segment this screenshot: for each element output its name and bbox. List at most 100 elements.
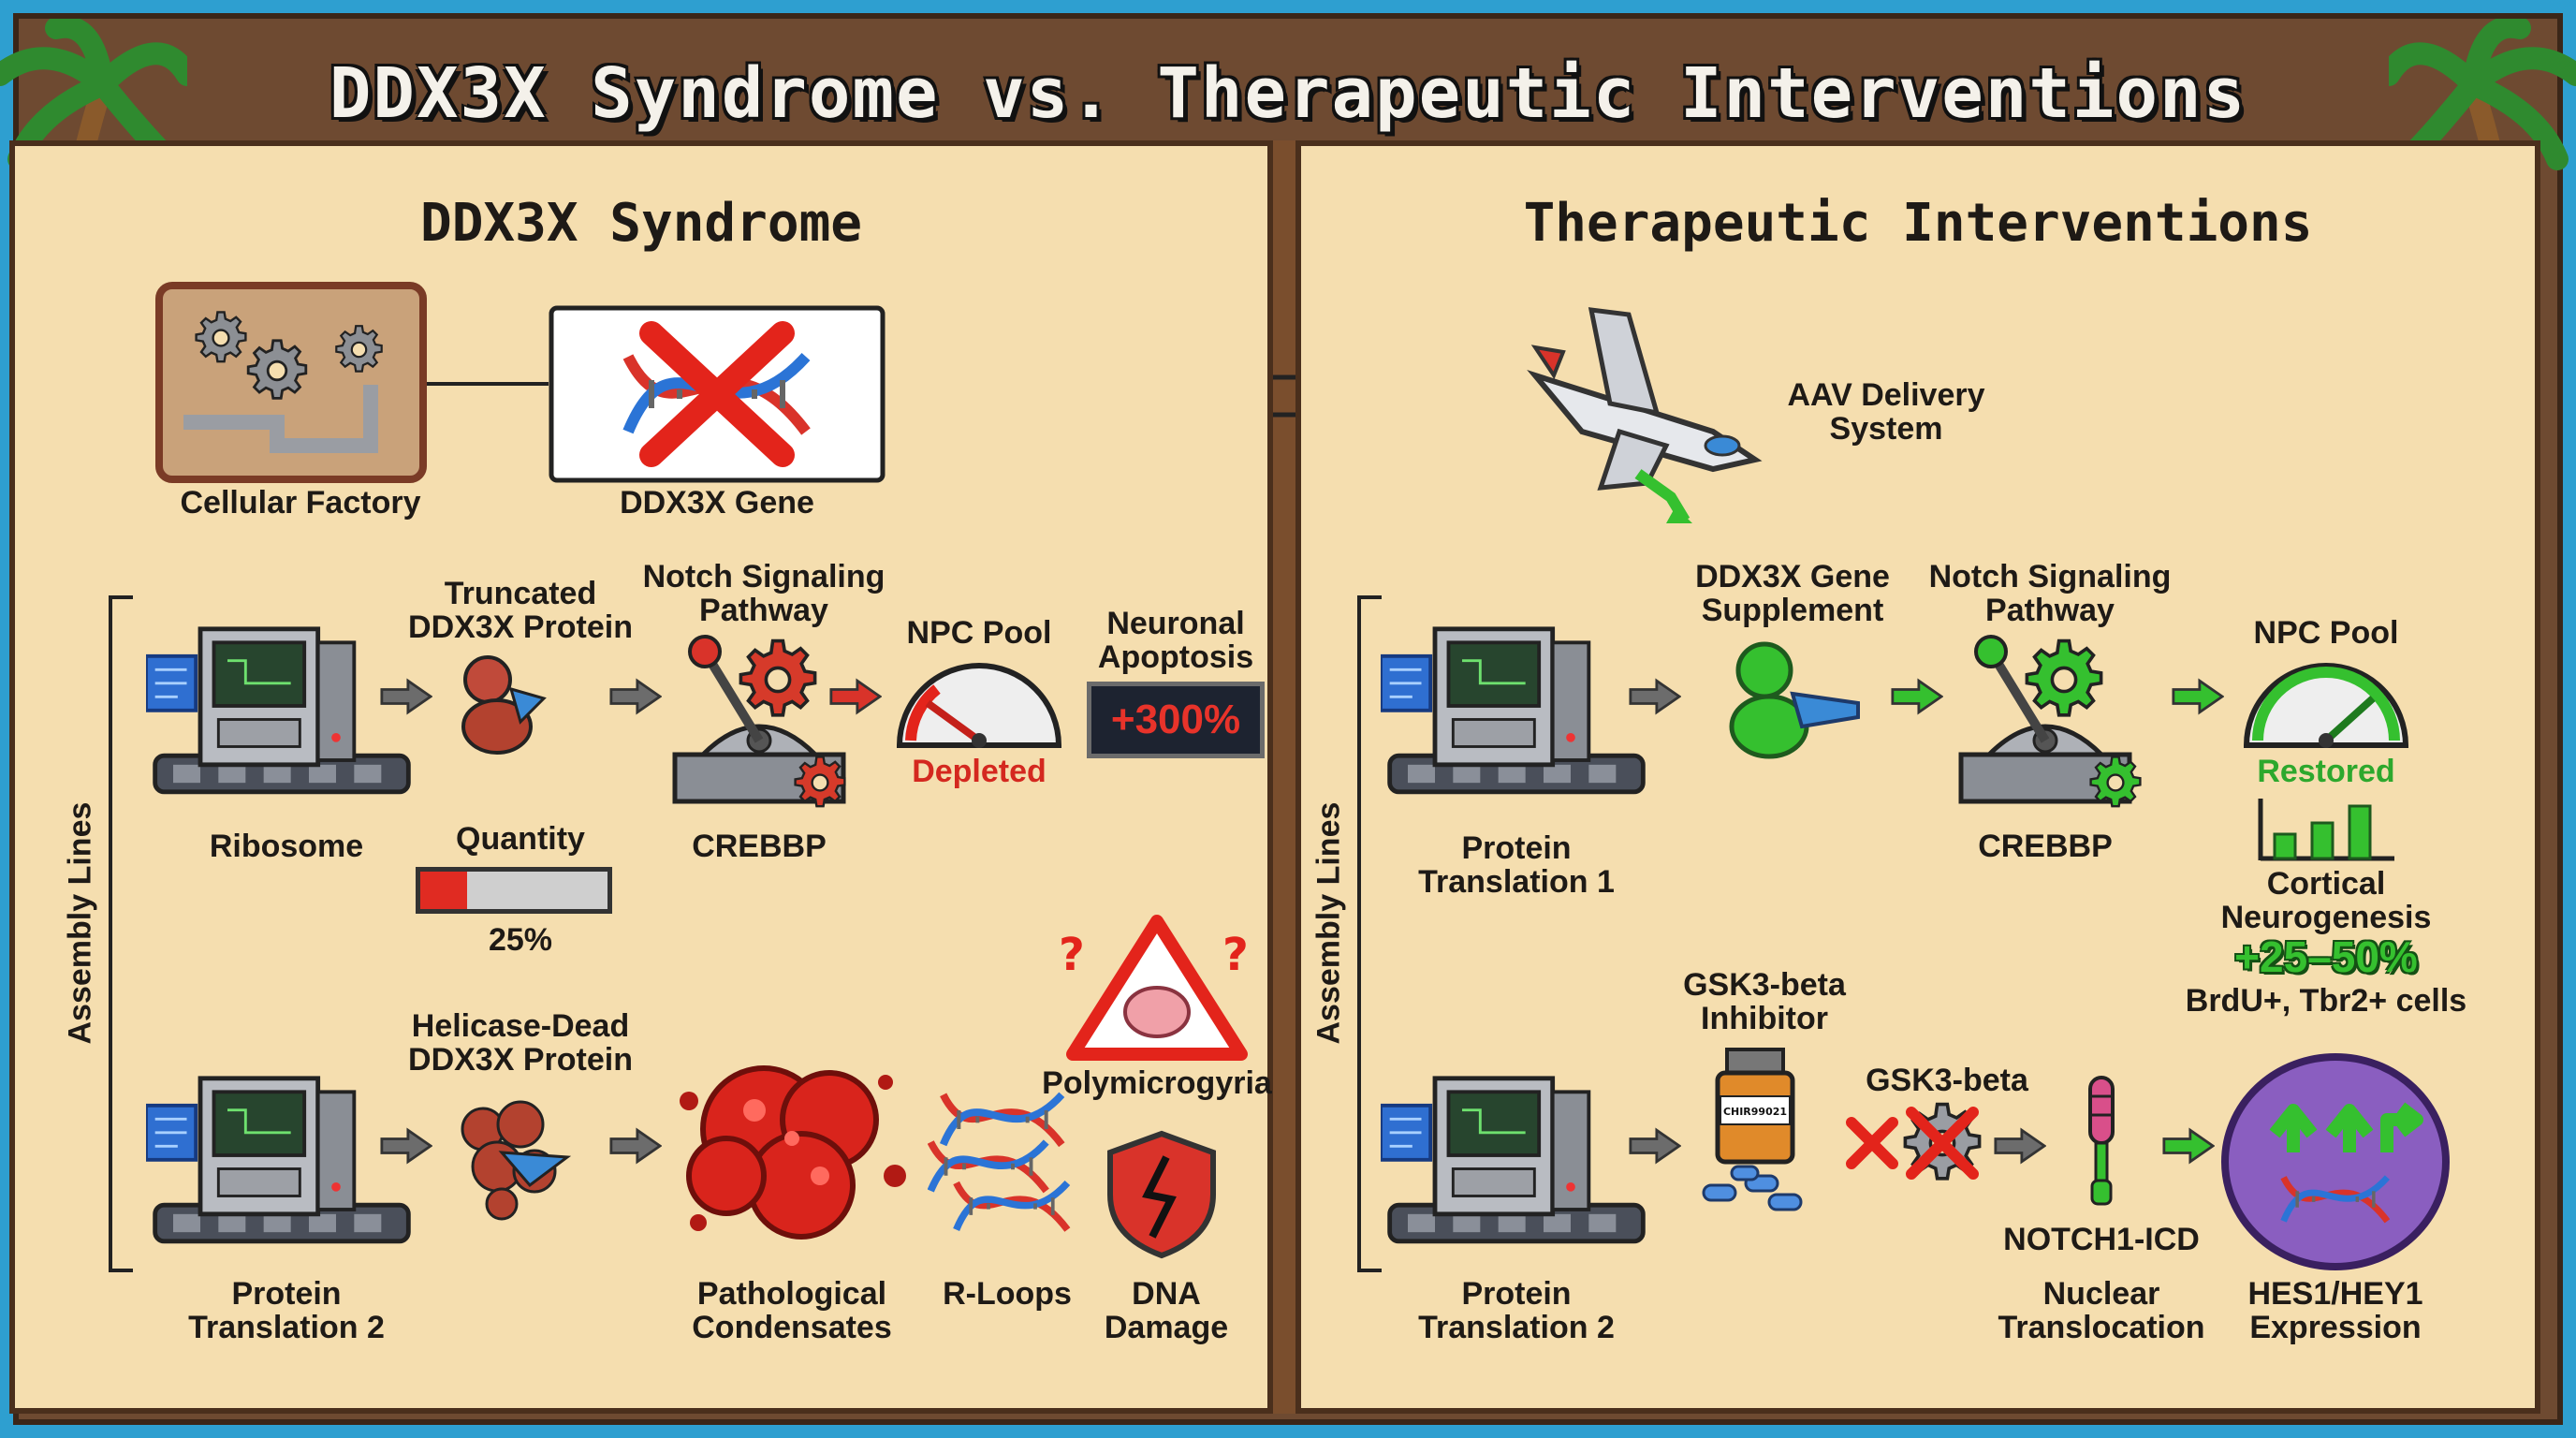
- gsk3-label: GSK3-beta: [1866, 1063, 2028, 1098]
- ribosome-machine-icon: [146, 619, 417, 820]
- label-line: Protein: [231, 1276, 342, 1312]
- main-title: DDX3X Syndrome vs. Therapeutic Intervent…: [329, 53, 2247, 134]
- label-line: Pathway: [1985, 593, 2115, 628]
- truncated-protein-icon: [461, 655, 547, 755]
- svg-text:?: ?: [1222, 929, 1249, 981]
- label-line: Condensates: [692, 1310, 892, 1345]
- arrow-icon: [609, 679, 662, 714]
- ddx3x-gene-label: DDX3X Gene: [620, 485, 814, 521]
- syndrome-heading: DDX3X Syndrome: [419, 193, 862, 254]
- label-line: Expression: [2249, 1310, 2422, 1345]
- assembly-lines-label: Assembly Lines: [62, 801, 98, 1045]
- npc-depleted-label: Depleted: [912, 754, 1046, 789]
- gsk3-gear-blocked-icon: [1903, 1102, 1982, 1181]
- label-line: AAV Delivery: [1787, 377, 1985, 413]
- arrow-icon: [1994, 1128, 2046, 1164]
- green-gear-small-icon: [2089, 756, 2142, 808]
- neurogenesis-bar-chart-icon: [2258, 799, 2394, 861]
- label-line: Nuclear: [2042, 1276, 2160, 1312]
- quantity-label: Quantity: [456, 821, 585, 857]
- label-line: Notch Signaling: [1928, 559, 2172, 594]
- ribosome-label: Ribosome: [209, 829, 364, 864]
- condensate-blob-icon: [680, 1065, 906, 1240]
- label-line: System: [1829, 411, 1943, 447]
- npc-pool-label: NPC Pool: [906, 615, 1052, 651]
- r-loops-dna-icon: [928, 1082, 1087, 1241]
- label-line: HES1/HEY1: [2247, 1276, 2423, 1312]
- ddx3x-gene-icon: [549, 305, 886, 483]
- label-line: DDX3X Gene: [1695, 559, 1890, 594]
- label-line: Pathological: [696, 1276, 887, 1312]
- label-line: Notch Signaling: [642, 559, 886, 594]
- label-line: Translocation: [1998, 1310, 2205, 1345]
- r-loops-label: R-Loops: [943, 1276, 1072, 1312]
- polymicrogyria-warning-icon: ? ?: [1059, 915, 1249, 1061]
- arrow-icon: [1629, 679, 1681, 714]
- aav-delivery-ship-icon: [1527, 307, 1763, 524]
- arrow-icon: [1629, 1128, 1681, 1164]
- dna-damage-shield-icon: [1107, 1130, 1216, 1259]
- translation2-machine-icon: [146, 1068, 417, 1269]
- hes1-nucleus-icon: [2221, 1053, 2450, 1270]
- block-x-icon: [1846, 1117, 1898, 1169]
- assembly-bracket: [1357, 595, 1382, 1272]
- notch1-icd-icon: [2088, 1076, 2115, 1206]
- notch1-icd-label: NOTCH1-ICD: [2003, 1222, 2200, 1257]
- green-gear-icon: [2025, 638, 2103, 717]
- factory-gene-connector: [427, 382, 549, 386]
- therapy-heading: Therapeutic Interventions: [1523, 193, 2313, 254]
- label-line: Neuronal: [1106, 606, 1245, 641]
- label-line: Apoptosis: [1097, 639, 1254, 675]
- arrow-icon: [1891, 679, 1943, 714]
- label-line: DNA: [1132, 1276, 1201, 1312]
- label-line: Truncated: [444, 576, 597, 611]
- label-line: DDX3X Protein: [408, 609, 633, 645]
- ddx3x-supplement-protein-icon: [1729, 641, 1860, 759]
- label-line: Pathway: [699, 593, 828, 628]
- npc-restored-label: Restored: [2257, 754, 2395, 789]
- cortical-value: +25–50%: [2234, 932, 2418, 981]
- arrow-icon: [380, 1128, 432, 1164]
- crebbp-label: CREBBP: [1978, 829, 2113, 864]
- title-bar: DDX3X Syndrome vs. Therapeutic Intervent…: [19, 19, 2557, 169]
- cellular-factory-icon: [155, 282, 427, 483]
- label-line: Protein: [1461, 1276, 1572, 1312]
- label-line: Inhibitor: [1701, 1001, 1828, 1036]
- npc-gauge-restored-icon: [2243, 663, 2409, 748]
- label-line: Damage: [1104, 1310, 1229, 1345]
- arrow-icon: [829, 679, 882, 714]
- arrow-icon: [2172, 679, 2224, 714]
- label-line: Translation 1: [1418, 864, 1615, 900]
- arrow-icon: [609, 1128, 662, 1164]
- label-line: Cortical: [2266, 866, 2386, 902]
- red-gear-small-icon: [794, 756, 846, 808]
- quantity-bar: [416, 867, 612, 914]
- arrow-icon: [380, 679, 432, 714]
- helicase-dead-protein-icon: [461, 1100, 572, 1221]
- crebbp-label: CREBBP: [692, 829, 827, 864]
- label-line: DDX3X Protein: [408, 1042, 633, 1078]
- polymicrogyria-label: Polymicrogyria: [1042, 1065, 1272, 1101]
- syndrome-panel: DDX3X Syndrome Cellular Factory DDX3X Ge…: [9, 140, 1273, 1414]
- translation2-machine-icon: [1381, 1068, 1652, 1269]
- quantity-value: 25%: [488, 922, 553, 958]
- label-line: Helicase-Dead: [411, 1008, 630, 1044]
- assembly-bracket: [109, 595, 133, 1272]
- quantity-fill: [420, 872, 467, 909]
- label-line: Translation 2: [1418, 1310, 1615, 1345]
- cellular-factory-label: Cellular Factory: [180, 485, 421, 521]
- bottle-label: CHIR99021: [1723, 1106, 1787, 1118]
